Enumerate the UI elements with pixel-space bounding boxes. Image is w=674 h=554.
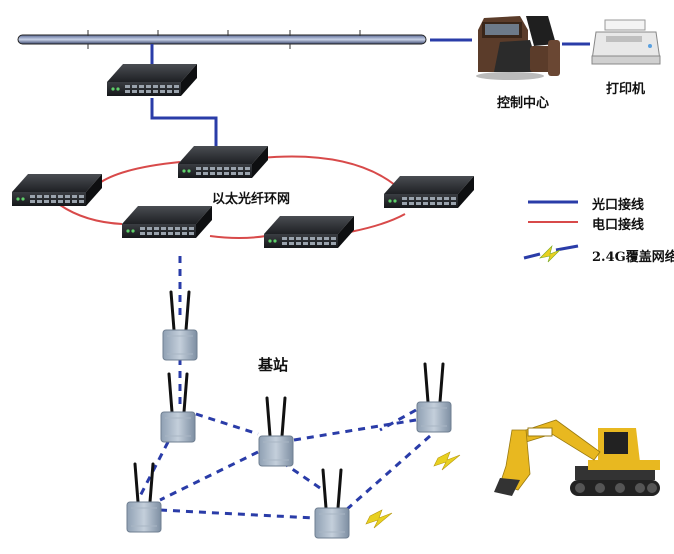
- base-station-label: 基站: [258, 356, 289, 374]
- control-center-icon: [476, 16, 560, 80]
- wireless-links: [136, 256, 431, 520]
- base-station-1: [161, 290, 199, 362]
- lightning-icon: [365, 509, 393, 529]
- base-station-4: [415, 362, 453, 434]
- ring-switch-left: [12, 174, 102, 206]
- excavator-icon: [494, 419, 660, 496]
- base-station-5: [125, 462, 163, 534]
- base-station-6: [313, 468, 351, 540]
- fiber-ring-uplink: [150, 98, 218, 148]
- printer-label: 打印机: [606, 82, 646, 97]
- base-station-3: [257, 396, 295, 468]
- ethernet-ring-label: 以太光纤环网: [212, 192, 291, 207]
- ring-switch-bottom-right: [264, 216, 354, 248]
- legend-fiber-label: 光口接线: [592, 198, 645, 213]
- ring-switch-right: [384, 176, 474, 208]
- top-switch: [107, 64, 197, 96]
- legend-wireless-label: 2.4G覆盖网络: [592, 250, 674, 265]
- control-center-label: 控制中心: [497, 96, 550, 111]
- base-station-2: [159, 372, 197, 444]
- ring-switch-bottom-left: [122, 206, 212, 238]
- ring-electric-links: [59, 155, 406, 239]
- printer-icon: [591, 19, 661, 65]
- legend-electric-label: 电口接线: [592, 218, 645, 233]
- backbone-bus: [17, 34, 427, 45]
- ring-switch-top: [178, 146, 268, 178]
- legend-wireless-swatch: [523, 244, 579, 263]
- lightning-icon: [433, 451, 461, 471]
